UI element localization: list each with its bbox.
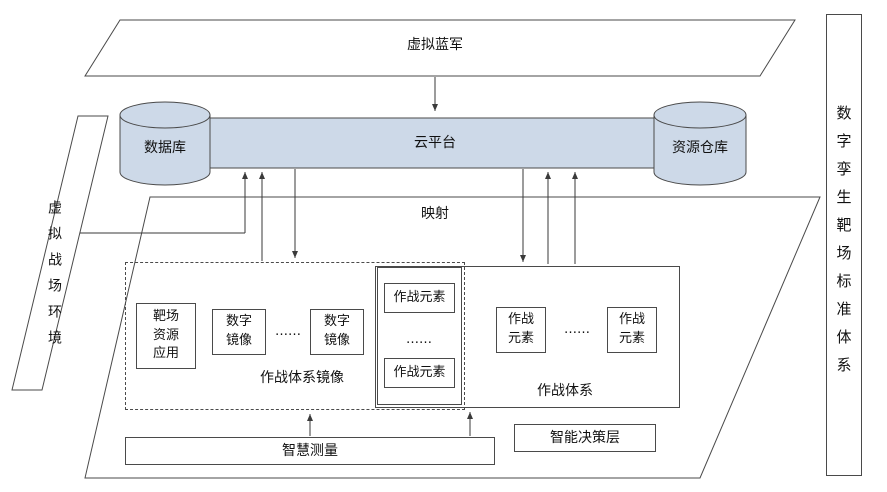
combat-element-box-a2: 作战元素 xyxy=(384,358,455,388)
intelligent-decision-box: 智能决策层 xyxy=(514,424,656,452)
resource-warehouse-cylinder-top xyxy=(653,101,747,129)
combat-element-box-b1: 作战元素 xyxy=(496,307,546,353)
database-label: 数据库 xyxy=(144,139,186,156)
combat-system-group xyxy=(375,266,680,408)
resource-warehouse-cylinder-body xyxy=(653,114,747,186)
virtual-blue-army-plane xyxy=(84,19,796,77)
smart-measurement-box: 智慧测量 xyxy=(125,437,495,465)
virtual-blue-army-label: 虚拟蓝军 xyxy=(407,36,463,53)
range-resource-app-box: 靶场资源应用 xyxy=(136,303,196,369)
virtual-battlefield-env-plane xyxy=(11,115,109,391)
combat-element-box-a1: 作战元素 xyxy=(384,283,455,313)
mirror-ellipsis: …… xyxy=(275,323,301,339)
digital-mirror-box-1: 数字镜像 xyxy=(212,309,266,355)
standard-system-panel: 数字孪生靶场标准体系 xyxy=(826,14,862,476)
combat-element-box-b2: 作战元素 xyxy=(607,307,657,353)
database-cylinder-body xyxy=(119,114,211,186)
combat-system-mirror-group xyxy=(125,262,465,410)
mapping-label: 映射 xyxy=(421,205,449,222)
combat-system-label: 作战体系 xyxy=(537,382,593,399)
combat-ellipsis: …… xyxy=(564,321,590,337)
standard-system-label: 数字孪生靶场标准体系 xyxy=(834,105,853,385)
combat-system-mirror-label: 作战体系镜像 xyxy=(260,369,344,386)
combat-element-column-box xyxy=(377,267,462,405)
resource-warehouse-label: 资源仓库 xyxy=(672,139,728,156)
database-cylinder-top xyxy=(119,101,211,129)
cloud-platform-label: 云平台 xyxy=(414,134,456,151)
virtual-battlefield-env-label: 虚拟战场环境 xyxy=(46,200,62,356)
combat-column-ellipsis: …… xyxy=(406,331,432,347)
digital-mirror-box-2: 数字镜像 xyxy=(310,309,364,355)
